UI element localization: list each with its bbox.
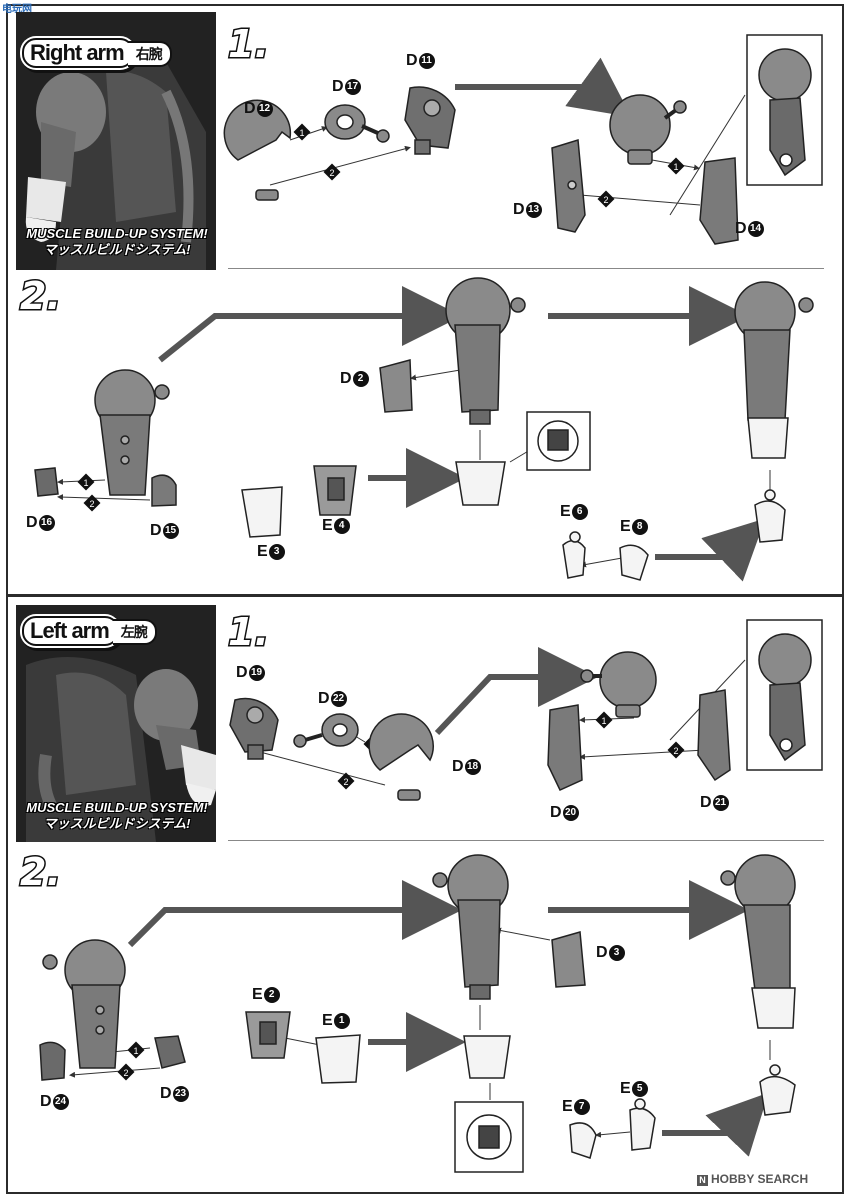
order-marker-text: 2	[673, 746, 678, 756]
right-arm-caption: MUSCLE BUILD-UP SYSTEM! マッスルビルドシステム!	[24, 226, 210, 258]
flow-arrows	[127, 57, 769, 1157]
order-marker-text: 1	[299, 128, 304, 138]
left-arm-title-en: Left arm	[22, 616, 119, 646]
left-arm-caption-en: MUSCLE BUILD-UP SYSTEM!	[26, 800, 208, 815]
order-markers: 1 2 1 2 1 2 1 2 1 2 1 2	[77, 123, 685, 1081]
order-marker-text: 1	[673, 162, 678, 172]
order-marker-text: 2	[89, 499, 94, 509]
left-step-1: 1.	[227, 609, 271, 656]
order-marker-text: 2	[343, 777, 348, 787]
site-watermark: 电玩网	[2, 4, 32, 15]
order-marker-2: 2	[117, 1063, 135, 1081]
right-arm-caption-en: MUSCLE BUILD-UP SYSTEM!	[26, 226, 208, 241]
left-arm-title-jp: 左腕	[112, 619, 157, 646]
left-arm-caption-jp: マッスルビルドシステム!	[43, 816, 191, 831]
order-marker-2: 2	[323, 163, 341, 181]
order-marker-text: 1	[83, 478, 88, 488]
right-step-2: 2.	[19, 273, 63, 320]
flow-arrow	[127, 880, 462, 948]
order-marker-text: 2	[603, 195, 608, 205]
part-shapes	[223, 34, 823, 245]
page-frame	[6, 4, 844, 1194]
flow-arrow	[434, 647, 598, 736]
flow-arrow	[655, 518, 766, 582]
flow-arrow	[662, 1092, 769, 1157]
flow-arrow	[455, 57, 632, 118]
order-marker-2: 2	[83, 494, 101, 512]
hobby-search-logo: N	[697, 1175, 708, 1186]
flow-arrow	[158, 286, 462, 363]
right-arm-title-en: Right arm	[22, 38, 134, 68]
order-marker-text: 2	[123, 1068, 128, 1078]
right-step-1: 1.	[227, 21, 271, 68]
order-marker-2: 2	[597, 190, 615, 208]
order-marker-text: 2	[329, 168, 334, 178]
section-divider	[6, 594, 844, 597]
order-marker-1: 1	[127, 1041, 145, 1059]
order-marker-1: 1	[667, 157, 685, 175]
right-arm-title-jp: 右腕	[127, 41, 172, 68]
order-marker-text: 1	[133, 1046, 138, 1056]
left-step-2: 2.	[19, 849, 63, 896]
left-step-separator	[228, 840, 824, 841]
left-arm-caption: MUSCLE BUILD-UP SYSTEM! マッスルビルドシステム!	[24, 800, 210, 832]
right-step-separator	[228, 268, 824, 269]
order-marker-1: 1	[595, 711, 613, 729]
order-marker-text: 1	[601, 716, 606, 726]
order-marker-2: 2	[337, 772, 355, 790]
order-marker-1: 1	[77, 473, 95, 491]
right-arm-caption-jp: マッスルビルドシステム!	[43, 242, 191, 257]
assembly-lines	[57, 94, 771, 1138]
hobby-search-text: HOBBY SEARCH	[711, 1172, 809, 1186]
order-marker-2: 2	[667, 741, 685, 759]
